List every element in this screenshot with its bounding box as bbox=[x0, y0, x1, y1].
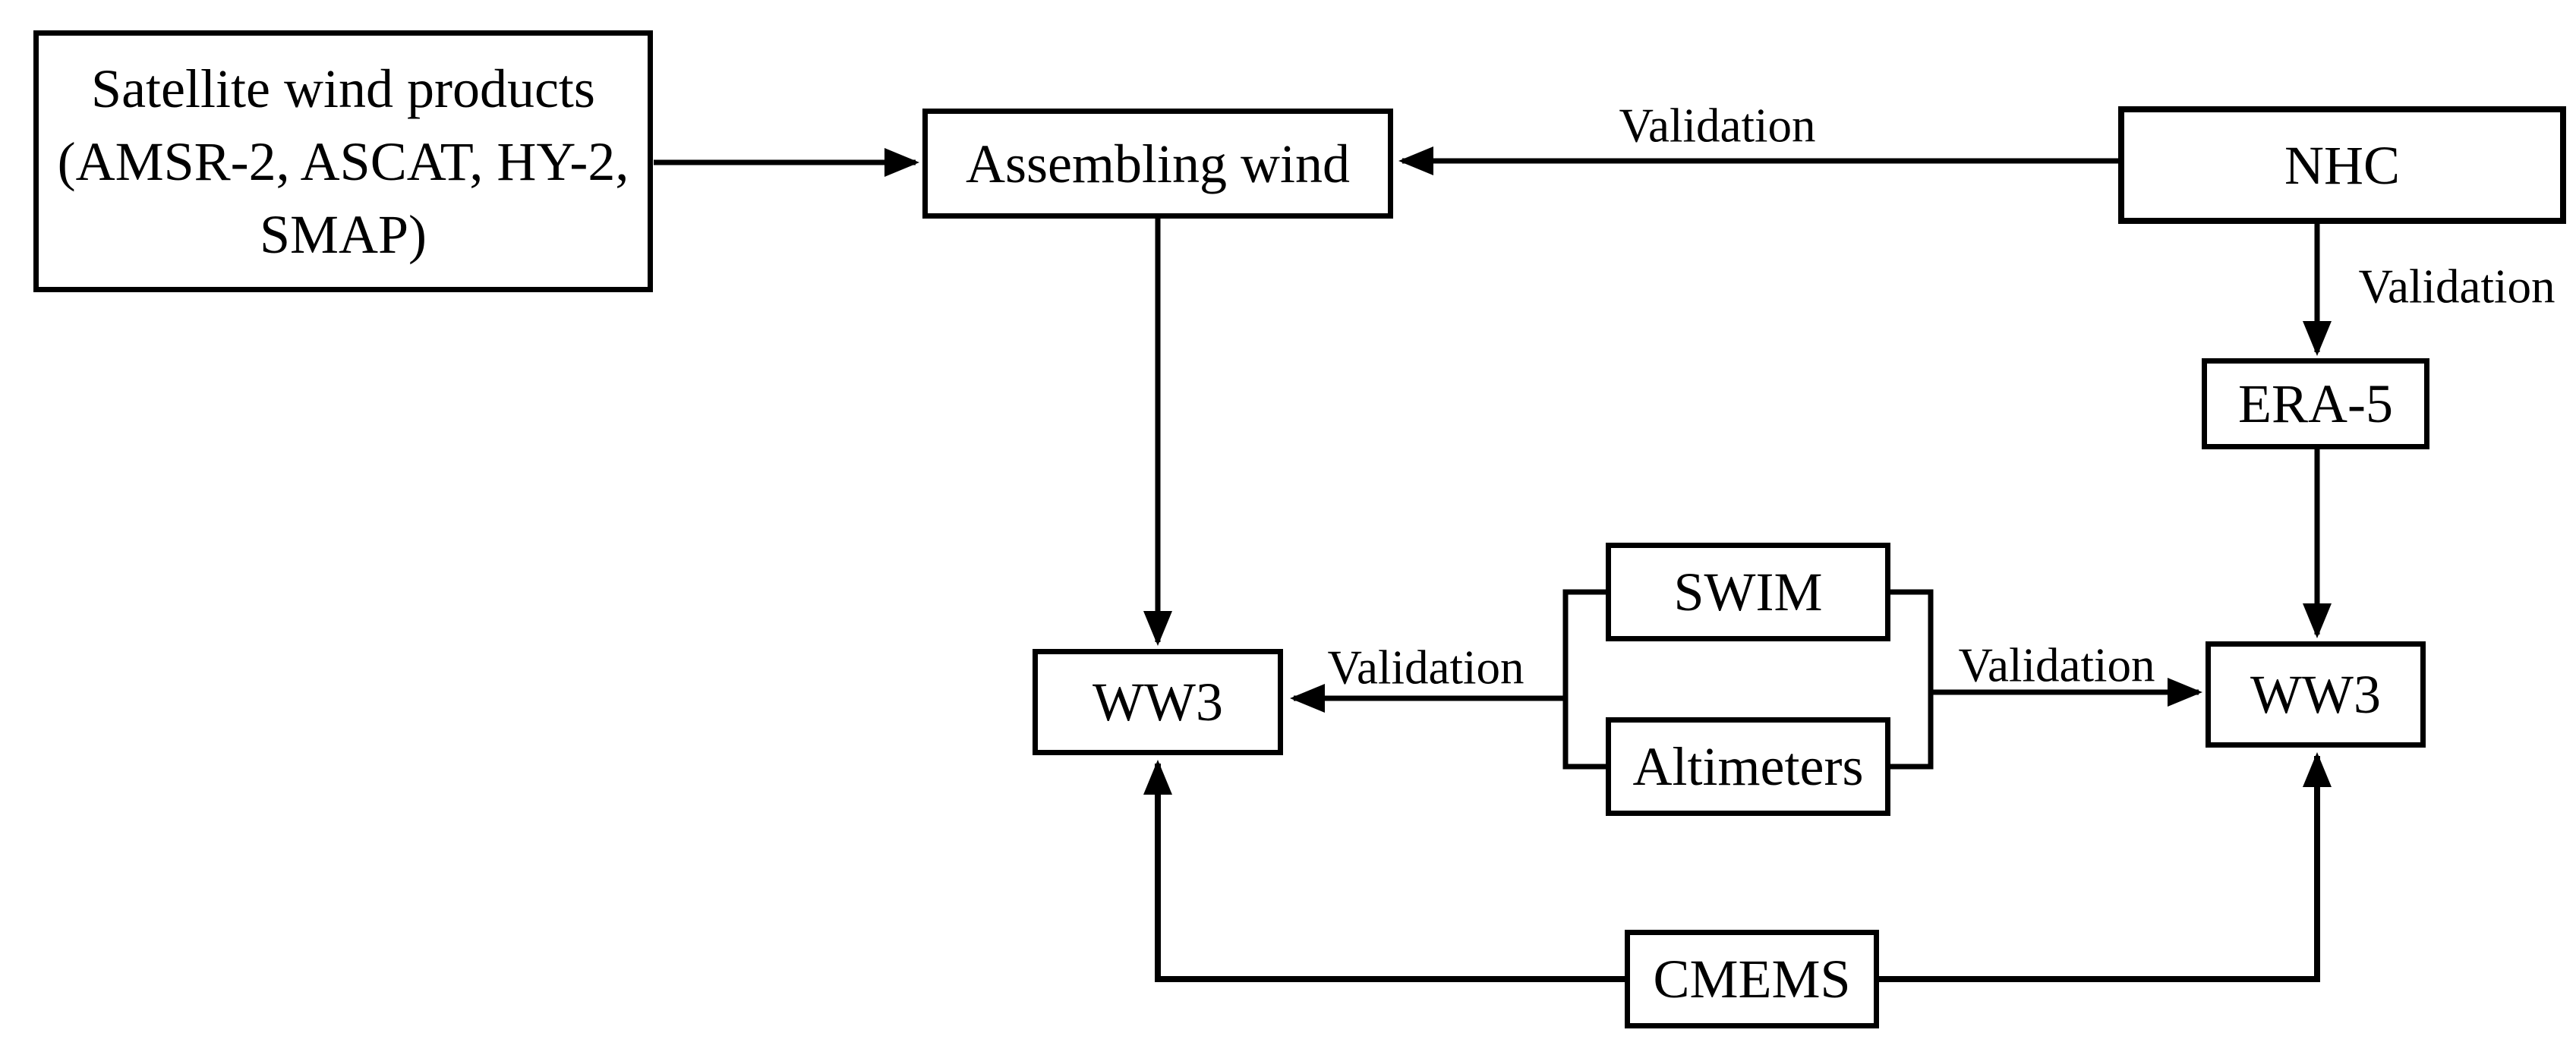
node-era5: ERA-5 bbox=[2202, 358, 2429, 449]
node-ww3-right-label: WW3 bbox=[2250, 664, 2381, 725]
edge-label-validation-group-to-ww3-right: Validation bbox=[1958, 638, 2155, 692]
arrow-cmems-to-ww3-left bbox=[1143, 760, 1628, 982]
edge-label-validation-group-to-ww3-left: Validation bbox=[1327, 641, 1524, 694]
arrow-cmems-to-ww3-right bbox=[1876, 752, 2332, 982]
node-ww3-left: WW3 bbox=[1033, 649, 1283, 755]
edge-label-validation-nhc-to-assembling: Validation bbox=[1619, 99, 1816, 153]
node-satellite-wind-products-label: Satellite wind products (AMSR-2, ASCAT, … bbox=[58, 52, 629, 271]
satellite-label-line-1: Satellite wind products bbox=[91, 58, 595, 119]
node-altimeters: Altimeters bbox=[1606, 717, 1890, 816]
node-nhc: NHC bbox=[2118, 106, 2566, 224]
bracket-swim-altimeters-right bbox=[1887, 589, 1934, 770]
node-nhc-label: NHC bbox=[2284, 134, 2400, 196]
bracket-swim-altimeters-left bbox=[1562, 589, 1609, 770]
node-ww3-right: WW3 bbox=[2206, 641, 2426, 748]
node-satellite-wind-products: Satellite wind products (AMSR-2, ASCAT, … bbox=[33, 30, 653, 292]
node-assembling-wind-label: Assembling wind bbox=[965, 133, 1350, 194]
node-cmems: CMEMS bbox=[1625, 930, 1879, 1028]
satellite-label-line-2: (AMSR-2, ASCAT, HY-2, bbox=[57, 131, 629, 192]
node-ww3-left-label: WW3 bbox=[1093, 672, 1223, 732]
node-swim-label: SWIM bbox=[1673, 562, 1823, 622]
node-swim: SWIM bbox=[1606, 543, 1890, 641]
edge-label-validation-nhc-to-era5: Validation bbox=[2358, 260, 2556, 313]
node-cmems-label: CMEMS bbox=[1653, 949, 1851, 1009]
node-era5-label: ERA-5 bbox=[2238, 373, 2393, 434]
node-altimeters-label: Altimeters bbox=[1632, 736, 1864, 797]
satellite-label-line-3: SMAP) bbox=[259, 203, 427, 265]
node-assembling-wind: Assembling wind bbox=[922, 109, 1393, 219]
